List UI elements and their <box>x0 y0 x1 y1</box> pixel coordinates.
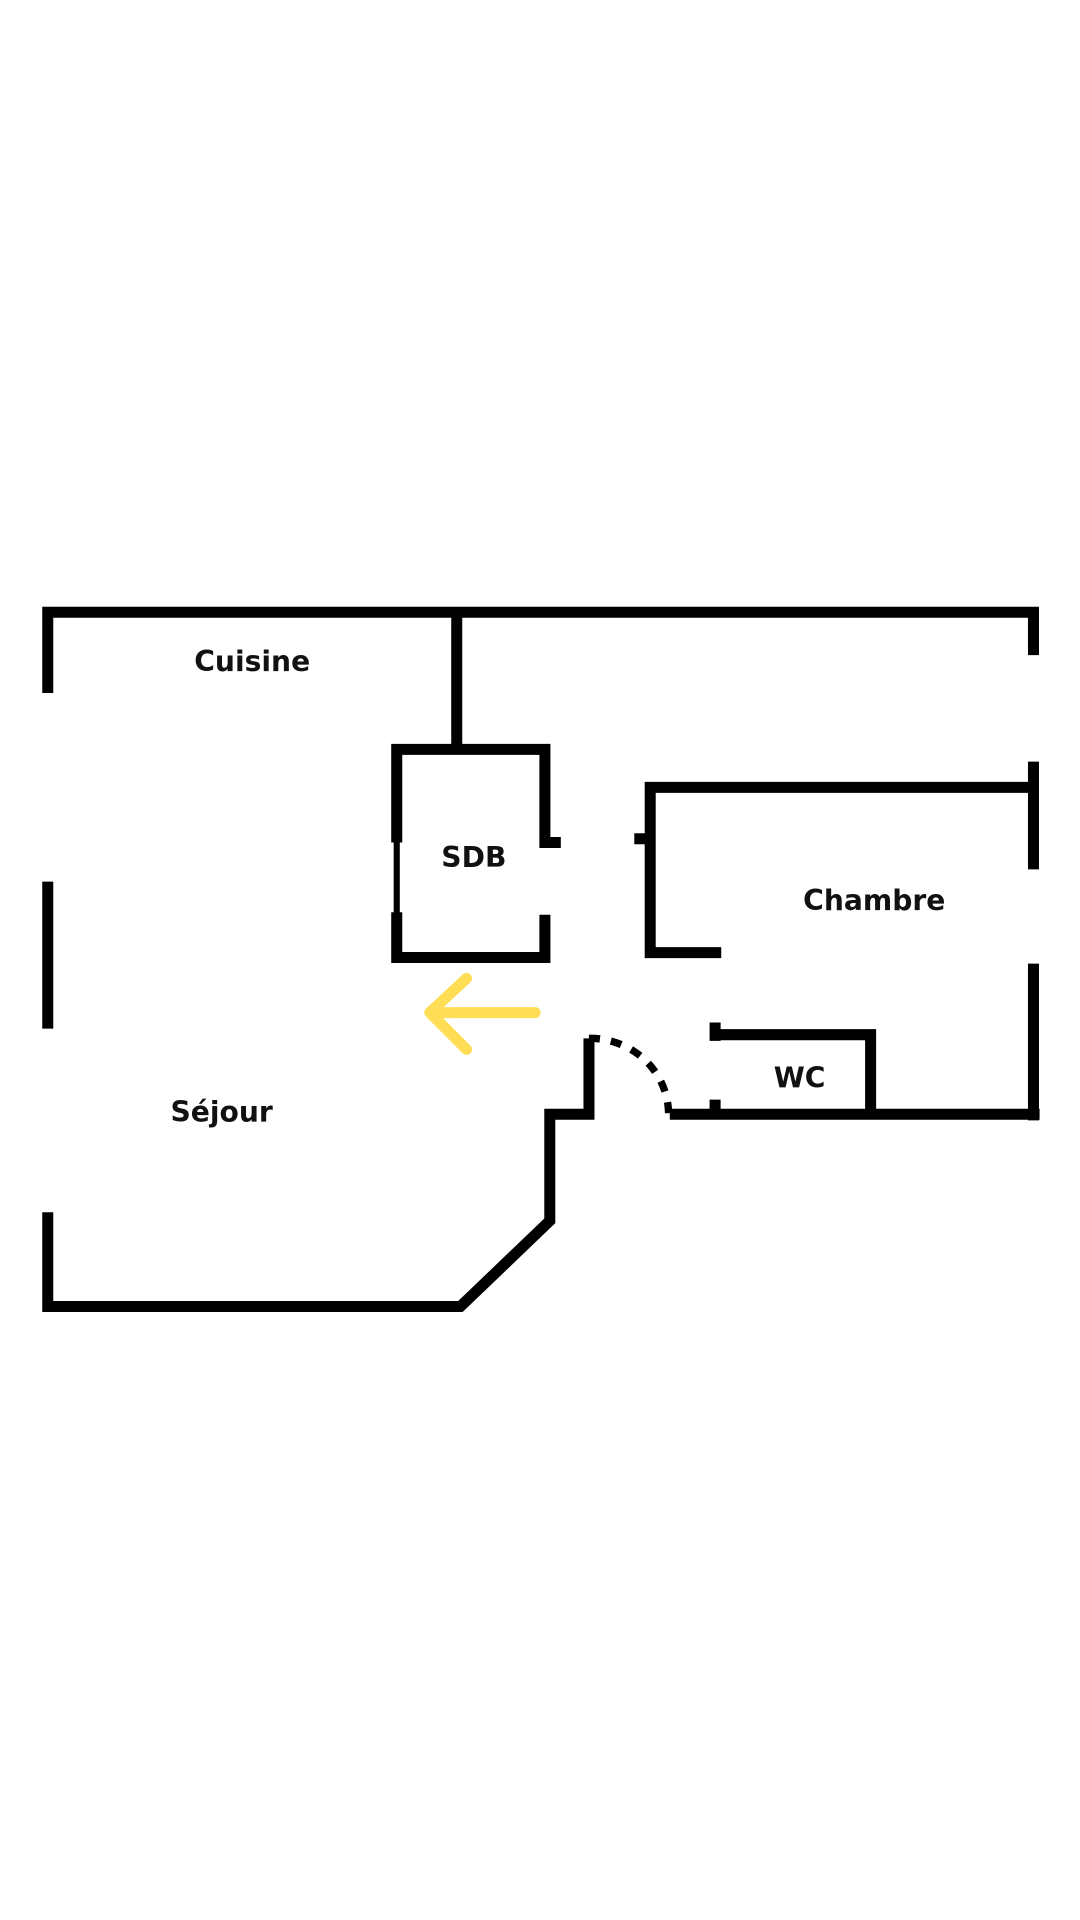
room-label-sdb: SDB <box>441 841 506 874</box>
chambre-wall <box>634 781 1034 959</box>
room-label-chambre: Chambre <box>803 884 945 917</box>
sdb-wall-top <box>391 743 561 848</box>
sdb-wall-bottom <box>391 912 551 964</box>
room-label-cuisine: Cuisine <box>194 645 310 678</box>
top-wall <box>42 606 1039 694</box>
room-label-sejour: Séjour <box>170 1096 272 1129</box>
arrow-left-icon <box>424 972 541 1055</box>
room-label-wc: WC <box>774 1061 826 1094</box>
walls <box>42 606 1040 1313</box>
wc-wall <box>709 1022 877 1115</box>
outer-wall-bottom <box>42 1038 595 1313</box>
entrance-door-swing <box>588 1034 673 1115</box>
right-wall-lower <box>669 963 1040 1121</box>
